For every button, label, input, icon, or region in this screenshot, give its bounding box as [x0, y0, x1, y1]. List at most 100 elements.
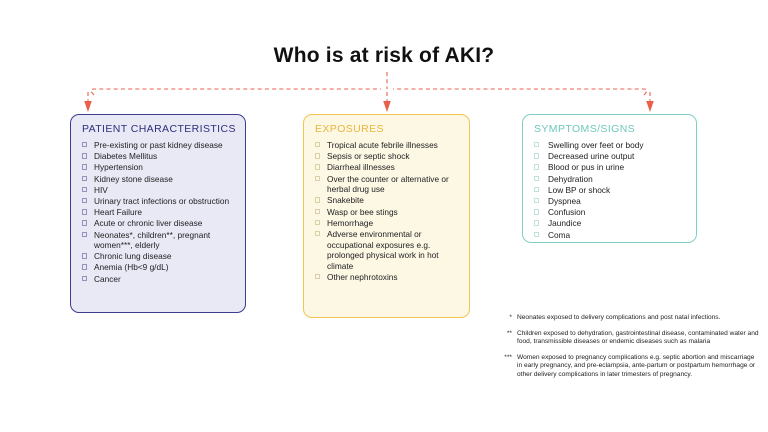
- list-item[interactable]: Adverse environmental or occupational ex…: [315, 229, 460, 271]
- checkbox-icon[interactable]: [315, 153, 321, 159]
- list-item[interactable]: Diarrheal illnesses: [315, 162, 460, 173]
- checkbox-icon[interactable]: [82, 264, 88, 270]
- checkbox-icon[interactable]: [534, 186, 540, 193]
- checklist-exposures: Tropical acute febrile illnesses Sepsis …: [315, 140, 460, 282]
- footnote-text: Neonates exposed to delivery complicatio…: [517, 314, 721, 321]
- checkbox-icon[interactable]: [315, 175, 321, 181]
- list-item-label: Tropical acute febrile illnesses: [327, 140, 438, 150]
- list-item[interactable]: Anemia (Hb<9 g/dL): [82, 262, 236, 273]
- arrowhead-left: [84, 101, 92, 112]
- list-item[interactable]: Hypertension: [82, 162, 236, 173]
- checkbox-icon[interactable]: [534, 175, 540, 181]
- checkbox-icon[interactable]: [82, 209, 88, 215]
- list-item-label: Hypertension: [94, 162, 143, 173]
- checkbox-icon[interactable]: [82, 175, 88, 181]
- list-item[interactable]: Confusion: [534, 207, 687, 218]
- arrowhead-center: [383, 101, 391, 112]
- footnote-item: ** Children exposed to dehydration, gast…: [495, 330, 760, 347]
- list-item[interactable]: Decreased urine output: [534, 151, 687, 162]
- list-item-label: Anemia (Hb<9 g/dL): [94, 262, 169, 273]
- list-item-label: Snakebite: [327, 195, 364, 206]
- list-item[interactable]: Blood or pus in urine: [534, 162, 687, 173]
- list-item-label: Urinary tract infections or obstruction: [94, 195, 230, 206]
- checkbox-icon[interactable]: [82, 231, 88, 237]
- checkbox-icon[interactable]: [82, 275, 88, 282]
- checkbox-icon[interactable]: [534, 153, 540, 159]
- checkbox-icon[interactable]: [534, 164, 540, 170]
- checkbox-icon[interactable]: [534, 220, 540, 226]
- card-patient-characteristics: PATIENT CHARACTERISTICS Pre-existing or …: [70, 114, 246, 313]
- footnotes: * Neonates exposed to delivery complicat…: [495, 314, 760, 387]
- list-item-label: Adverse environmental or occupational ex…: [327, 228, 439, 271]
- checkbox-icon[interactable]: [315, 208, 321, 214]
- list-item[interactable]: Heart Failure: [82, 207, 236, 218]
- list-item[interactable]: Swelling over feet or body: [534, 140, 687, 151]
- list-item[interactable]: Dyspnea: [534, 196, 687, 207]
- card-header-patient-characteristics: PATIENT CHARACTERISTICS: [82, 123, 236, 135]
- checkbox-icon[interactable]: [82, 153, 88, 159]
- footnote-item: *** Women exposed to pregnancy complicat…: [495, 354, 760, 380]
- checkbox-icon[interactable]: [315, 219, 321, 226]
- footnote-marker: **: [506, 329, 512, 337]
- list-item[interactable]: Snakebite: [315, 195, 460, 206]
- list-item-label: Acute or chronic liver disease: [94, 218, 203, 229]
- list-item[interactable]: Pre-existing or past kidney disease: [82, 140, 236, 151]
- list-item[interactable]: Dehydration: [534, 174, 687, 185]
- list-item[interactable]: Diabetes Mellitus: [82, 151, 236, 162]
- list-item[interactable]: Chronic lung disease: [82, 251, 236, 262]
- list-item[interactable]: Kidney stone disease: [82, 174, 236, 185]
- list-item[interactable]: Wasp or bee stings: [315, 207, 460, 218]
- card-exposures: EXPOSURES Tropical acute febrile illness…: [303, 114, 470, 318]
- checkbox-icon[interactable]: [534, 197, 540, 204]
- connector-left-branch: [90, 88, 381, 96]
- list-item-label: Chronic lung disease: [94, 251, 172, 262]
- list-item[interactable]: Urinary tract infections or obstruction: [82, 196, 236, 207]
- list-item[interactable]: Tropical acute febrile illnesses: [315, 140, 460, 151]
- list-item-label: Dehydration: [548, 173, 593, 184]
- list-item-label: Pre-existing or past kidney disease: [94, 140, 223, 150]
- list-item[interactable]: HIV: [82, 185, 236, 196]
- list-item[interactable]: Acute or chronic liver disease: [82, 218, 236, 229]
- checkbox-icon[interactable]: [82, 220, 88, 226]
- checkbox-icon[interactable]: [82, 197, 88, 204]
- checkbox-icon[interactable]: [315, 164, 321, 170]
- checkbox-icon[interactable]: [315, 142, 321, 148]
- list-item[interactable]: Jaundice: [534, 218, 687, 229]
- list-item-label: Dyspnea: [548, 195, 581, 206]
- list-item-label: Jaundice: [548, 218, 582, 229]
- list-item-label: Heart Failure: [94, 207, 142, 218]
- list-item-label: Diarrheal illnesses: [327, 162, 395, 173]
- checkbox-icon[interactable]: [534, 231, 540, 237]
- list-item-label: Swelling over feet or body: [548, 140, 644, 150]
- list-item[interactable]: Other nephrotoxins: [315, 272, 460, 283]
- list-item-label: Coma: [548, 229, 571, 240]
- list-item-label: Over the counter or alternative or herba…: [327, 173, 449, 195]
- checkbox-icon[interactable]: [315, 273, 321, 280]
- list-item[interactable]: Low BP or shock: [534, 185, 687, 196]
- footnote-marker: *: [509, 314, 512, 321]
- list-item[interactable]: Over the counter or alternative or herba…: [315, 174, 460, 195]
- checkbox-icon[interactable]: [315, 230, 321, 237]
- list-item-label: Diabetes Mellitus: [94, 151, 158, 162]
- list-item[interactable]: Cancer: [82, 274, 236, 285]
- checkbox-icon[interactable]: [534, 142, 540, 148]
- list-item-label: HIV: [94, 184, 108, 195]
- checkbox-icon[interactable]: [82, 253, 88, 259]
- page-title: Who is at risk of AKI?: [273, 44, 495, 67]
- connector-right-branch: [393, 88, 648, 96]
- list-item[interactable]: Hemorrhage: [315, 218, 460, 229]
- footnote-item: * Neonates exposed to delivery complicat…: [495, 314, 760, 323]
- arrowhead-right: [646, 101, 654, 112]
- list-item-label: Kidney stone disease: [94, 173, 173, 184]
- checkbox-icon[interactable]: [82, 186, 88, 193]
- checkbox-icon[interactable]: [315, 197, 321, 203]
- checkbox-icon[interactable]: [82, 142, 88, 148]
- list-item-label: Blood or pus in urine: [548, 162, 625, 173]
- list-item[interactable]: Sepsis or septic shock: [315, 151, 460, 162]
- list-item[interactable]: Coma: [534, 230, 687, 241]
- checkbox-icon[interactable]: [82, 164, 88, 170]
- list-item[interactable]: Neonates*, children**, pregnant women***…: [82, 230, 236, 251]
- list-item-label: Cancer: [94, 273, 121, 284]
- checkbox-icon[interactable]: [534, 209, 540, 215]
